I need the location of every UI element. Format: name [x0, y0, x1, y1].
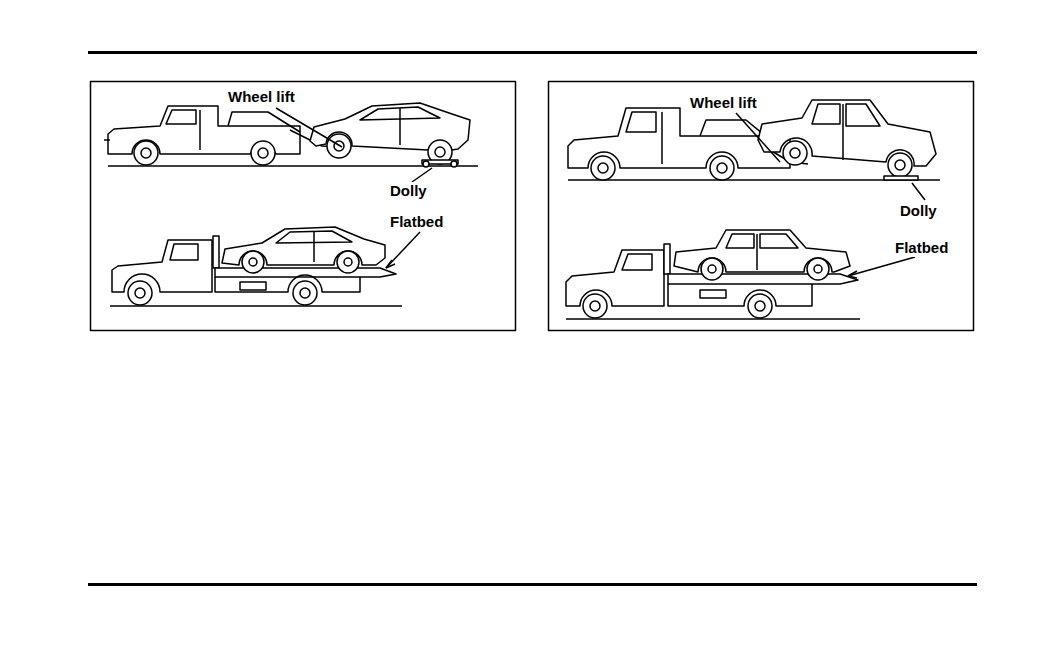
part-label: Flatbed: [388, 213, 445, 231]
part-label: Wheel lift: [688, 94, 759, 112]
part-label: Wheel lift: [226, 88, 297, 106]
part-label: Dolly: [388, 182, 429, 200]
part-label: Flatbed: [893, 239, 950, 257]
part-label: Dolly: [898, 202, 939, 220]
